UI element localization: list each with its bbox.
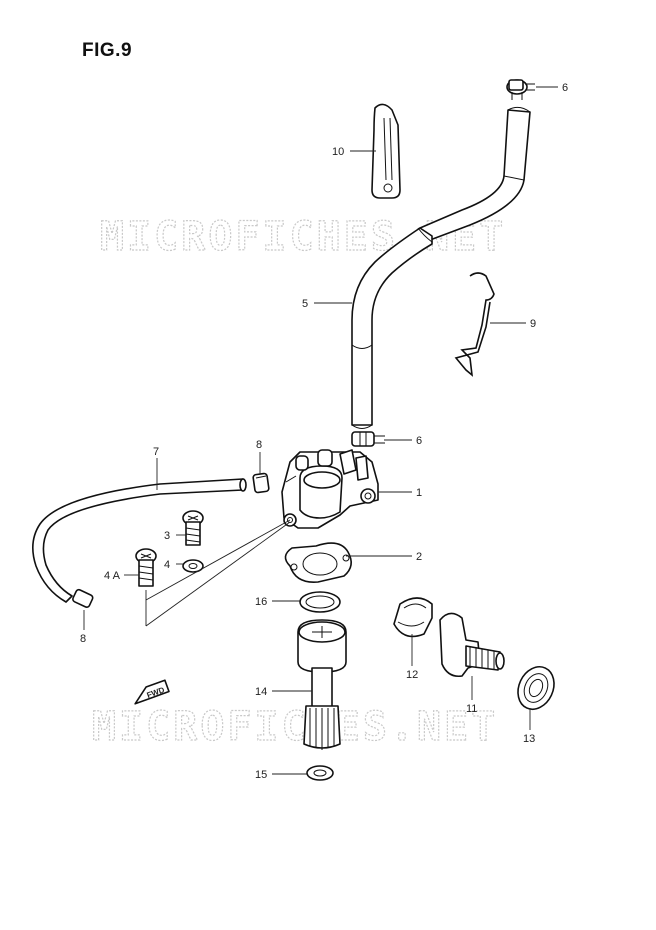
hose-5-part[interactable]	[351, 106, 531, 429]
fwd-arrow-icon: FWD	[134, 679, 170, 705]
figure-title: FIG.9	[82, 40, 133, 61]
washer-15-part[interactable]	[306, 765, 334, 781]
label-8-lower: 8	[80, 633, 86, 645]
label-11: 11	[466, 703, 477, 715]
bearing-part[interactable]	[511, 661, 560, 715]
screw-part[interactable]	[182, 510, 204, 546]
label-15: 15	[255, 769, 267, 781]
label-6-upper: 6	[562, 82, 568, 94]
o-ring-part[interactable]	[299, 591, 341, 613]
label-1: 1	[416, 487, 422, 499]
label-4: 4	[164, 559, 170, 571]
clip-upper-part[interactable]	[252, 472, 270, 494]
label-5: 5	[302, 298, 308, 310]
clamp-lower-part[interactable]	[351, 431, 385, 447]
oil-pump-body-part[interactable]	[281, 449, 379, 529]
washer-4-part[interactable]	[182, 559, 204, 573]
label-12: 12	[406, 669, 418, 681]
label-2: 2	[416, 551, 422, 563]
watermark-bottom: MICROFICHES.NET	[92, 704, 498, 750]
pinion-part[interactable]	[439, 612, 505, 678]
label-4a: 4 A	[104, 570, 121, 582]
label-9: 9	[530, 318, 536, 330]
clamp-upper-part[interactable]	[506, 79, 535, 100]
label-3: 3	[164, 530, 170, 542]
label-13: 13	[523, 733, 535, 745]
retainer-part[interactable]	[393, 597, 433, 638]
label-7: 7	[153, 446, 159, 458]
label-16: 16	[255, 596, 267, 608]
label-8-upper: 8	[256, 439, 262, 451]
gasket-part[interactable]	[284, 542, 352, 583]
leader-lines	[83, 86, 558, 775]
label-6-lower: 6	[416, 435, 422, 447]
clip-lower-part[interactable]	[72, 588, 94, 608]
bolt-part[interactable]	[135, 548, 157, 587]
bracket-clamp-part[interactable]	[371, 103, 401, 199]
drive-shaft-gear-part[interactable]	[297, 619, 347, 750]
label-14: 14	[255, 686, 267, 698]
callout-labels: 6 10 5 9 6 8 7 1 2 3 4 4 A 8 16 12 11 13…	[80, 82, 568, 781]
wire-clamp-part[interactable]	[454, 272, 495, 377]
hose-7-part[interactable]	[32, 478, 247, 603]
label-10: 10	[332, 146, 344, 158]
